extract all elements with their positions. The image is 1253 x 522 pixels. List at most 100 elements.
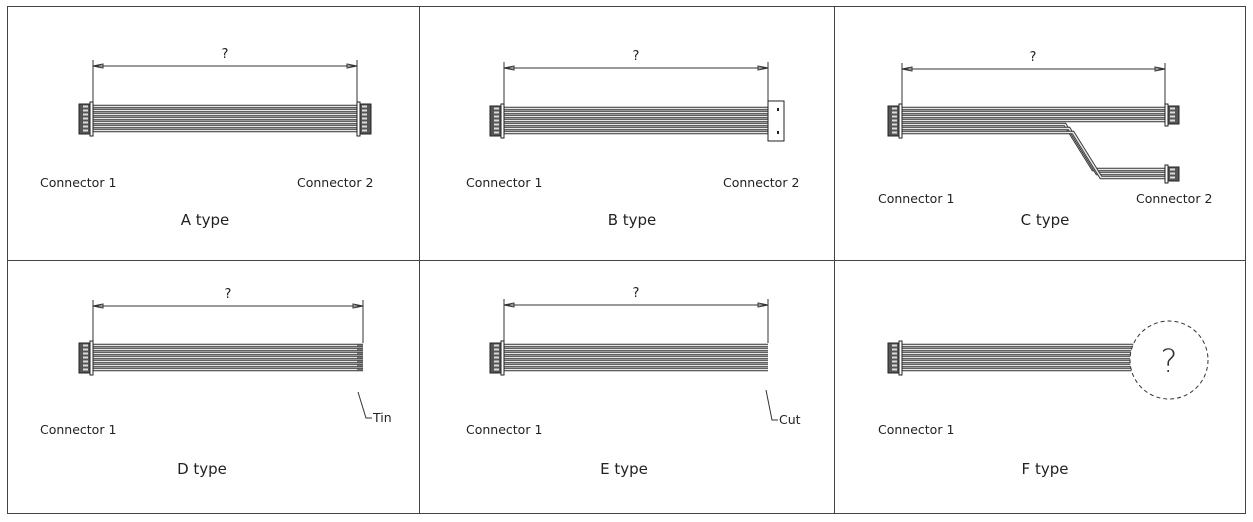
connector-pin [494,127,499,130]
dimension-line [92,300,364,343]
connector-pin [892,348,897,351]
connector-1-label: Connector 1 [40,422,116,437]
cut-leader-line [765,389,778,421]
connector-pin [494,368,499,371]
connector-flange [1164,164,1169,184]
connector-pin [892,368,897,371]
connector-pin [83,109,88,112]
wire [902,127,1165,175]
connector-pin [1170,172,1175,175]
dimension-line [503,299,769,343]
connector-pin [892,352,897,355]
connector-pin [494,356,499,359]
panel-b-type: ? Connector 1 Connector 2 B type [466,49,799,229]
connector-pin [362,109,367,112]
panel-f-type: ? Connector 1 F type [878,320,1209,478]
connector-pin [494,352,499,355]
panel-title: E type [600,460,648,478]
wire-outline [902,126,1165,176]
connector-pin [494,123,499,126]
connector-flange [500,103,505,139]
connector-pin [892,127,897,130]
panel-d-type: ? Tin Connector 1 D type [40,287,392,478]
connector-pin [362,113,367,116]
unknown-end-symbol: ? [1161,342,1178,380]
connector-pin [83,360,88,363]
connector-1-label: Connector 1 [40,175,116,190]
arrowhead-left [92,303,104,309]
dimension-label: ? [633,286,640,301]
ribbon-cable [489,100,785,142]
connector-pin [362,125,367,128]
panel-e-type: ? Cut Connector 1 E type [466,286,801,478]
arrowhead-right [1154,66,1166,72]
cut-label: Cut [779,412,801,427]
connector-pin [83,364,88,367]
connector-flange [89,340,94,376]
connector-pin [494,115,499,118]
arrowhead-right [346,63,358,69]
connector-pin [1170,107,1175,110]
connector-pin [892,131,897,134]
panel-title: C type [1021,211,1070,229]
connector-1-label: Connector 1 [878,191,954,206]
grid-frame [7,6,1246,514]
dimension-line [503,62,769,104]
connector-pin [83,348,88,351]
connector-pin [83,352,88,355]
dimension-label: ? [225,287,232,302]
dimension-line [901,63,1166,104]
connector-pin [494,107,499,110]
connector-pin [362,121,367,124]
arrowhead-left [503,302,515,308]
ribbon-cable [78,340,363,376]
ribbon-cable [489,340,768,376]
connector-pin [892,119,897,122]
unknown-end-circle [1129,320,1209,400]
dimension-label: ? [222,47,229,62]
connector-pin [83,129,88,132]
connector-pin [892,123,897,126]
connector-pin [892,360,897,363]
ribbon-cable [887,103,1180,184]
connector-pin [83,344,88,347]
connector-pin [83,356,88,359]
connector-pin [83,121,88,124]
connector-pin [892,364,897,367]
connector-2-label: Connector 2 [723,175,799,190]
connector-pin [362,117,367,120]
connector-pin [83,105,88,108]
connector-2-label: Connector 2 [1136,191,1212,206]
connector-1-label: Connector 1 [878,422,954,437]
connector-flange [500,340,505,376]
housing-latch [777,131,779,134]
connector-pin [1170,119,1175,122]
arrowhead-right [352,303,364,309]
arrowhead-left [503,65,515,71]
ribbon-cable [78,101,372,137]
panel-title: A type [181,211,230,229]
connector-pin [494,348,499,351]
dimension-label: ? [633,49,640,64]
connector-pin [892,344,897,347]
tin-leader-line [357,391,372,419]
dimension-label: ? [1030,50,1037,65]
panel-a-type: ? Connector 1 Connector 2 A type [40,47,373,229]
connector-pin [1170,168,1175,171]
connector-pin [362,105,367,108]
dimension-line [92,60,358,102]
panel-c-type: ? Connector 1 Connector 2 C type [878,50,1212,229]
connector-1-label: Connector 1 [466,422,542,437]
arrowhead-right [757,302,769,308]
connector-pin [1170,176,1175,179]
connector-pin [892,111,897,114]
wire [902,131,1165,179]
connector-flange [898,103,903,139]
connector-pin [494,111,499,114]
connector-pin [83,117,88,120]
connector-pin [892,356,897,359]
connector-pin [494,364,499,367]
connector-pin [1170,111,1175,114]
arrowhead-left [92,63,104,69]
